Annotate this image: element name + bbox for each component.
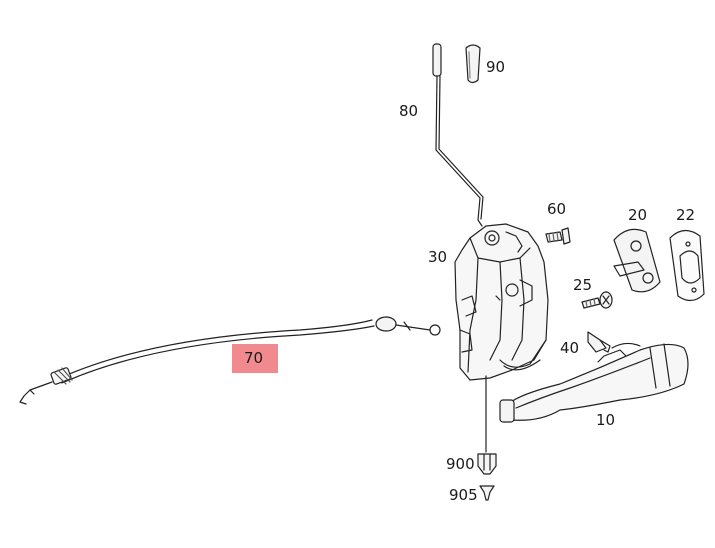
door-handle-part-10 xyxy=(499,342,689,423)
callout-30: 30 xyxy=(428,248,448,266)
clip-part-900 xyxy=(477,453,497,475)
callout-905: 905 xyxy=(449,486,478,504)
screw-part-40 xyxy=(587,331,611,353)
cable-part-70 xyxy=(19,316,441,405)
pin-part-905 xyxy=(479,485,495,501)
highlight-box-70 xyxy=(232,344,278,373)
screw-part-60 xyxy=(545,227,571,245)
callout-90: 90 xyxy=(486,58,506,76)
callout-22: 22 xyxy=(676,206,696,224)
callout-900: 900 xyxy=(446,455,475,473)
gasket-part-22 xyxy=(669,229,705,302)
callout-40: 40 xyxy=(560,339,580,357)
callout-10: 10 xyxy=(596,411,616,429)
callout-25: 25 xyxy=(573,276,593,294)
cap-part-90 xyxy=(465,44,481,84)
callout-20: 20 xyxy=(628,206,648,224)
callout-80: 80 xyxy=(399,102,419,120)
door-lock-part-30 xyxy=(454,223,549,381)
rod-part-80 xyxy=(432,43,484,227)
screw-part-25 xyxy=(581,291,613,309)
striker-part-20 xyxy=(613,228,661,293)
callout-70: 70 xyxy=(244,349,264,367)
callout-60: 60 xyxy=(547,200,567,218)
